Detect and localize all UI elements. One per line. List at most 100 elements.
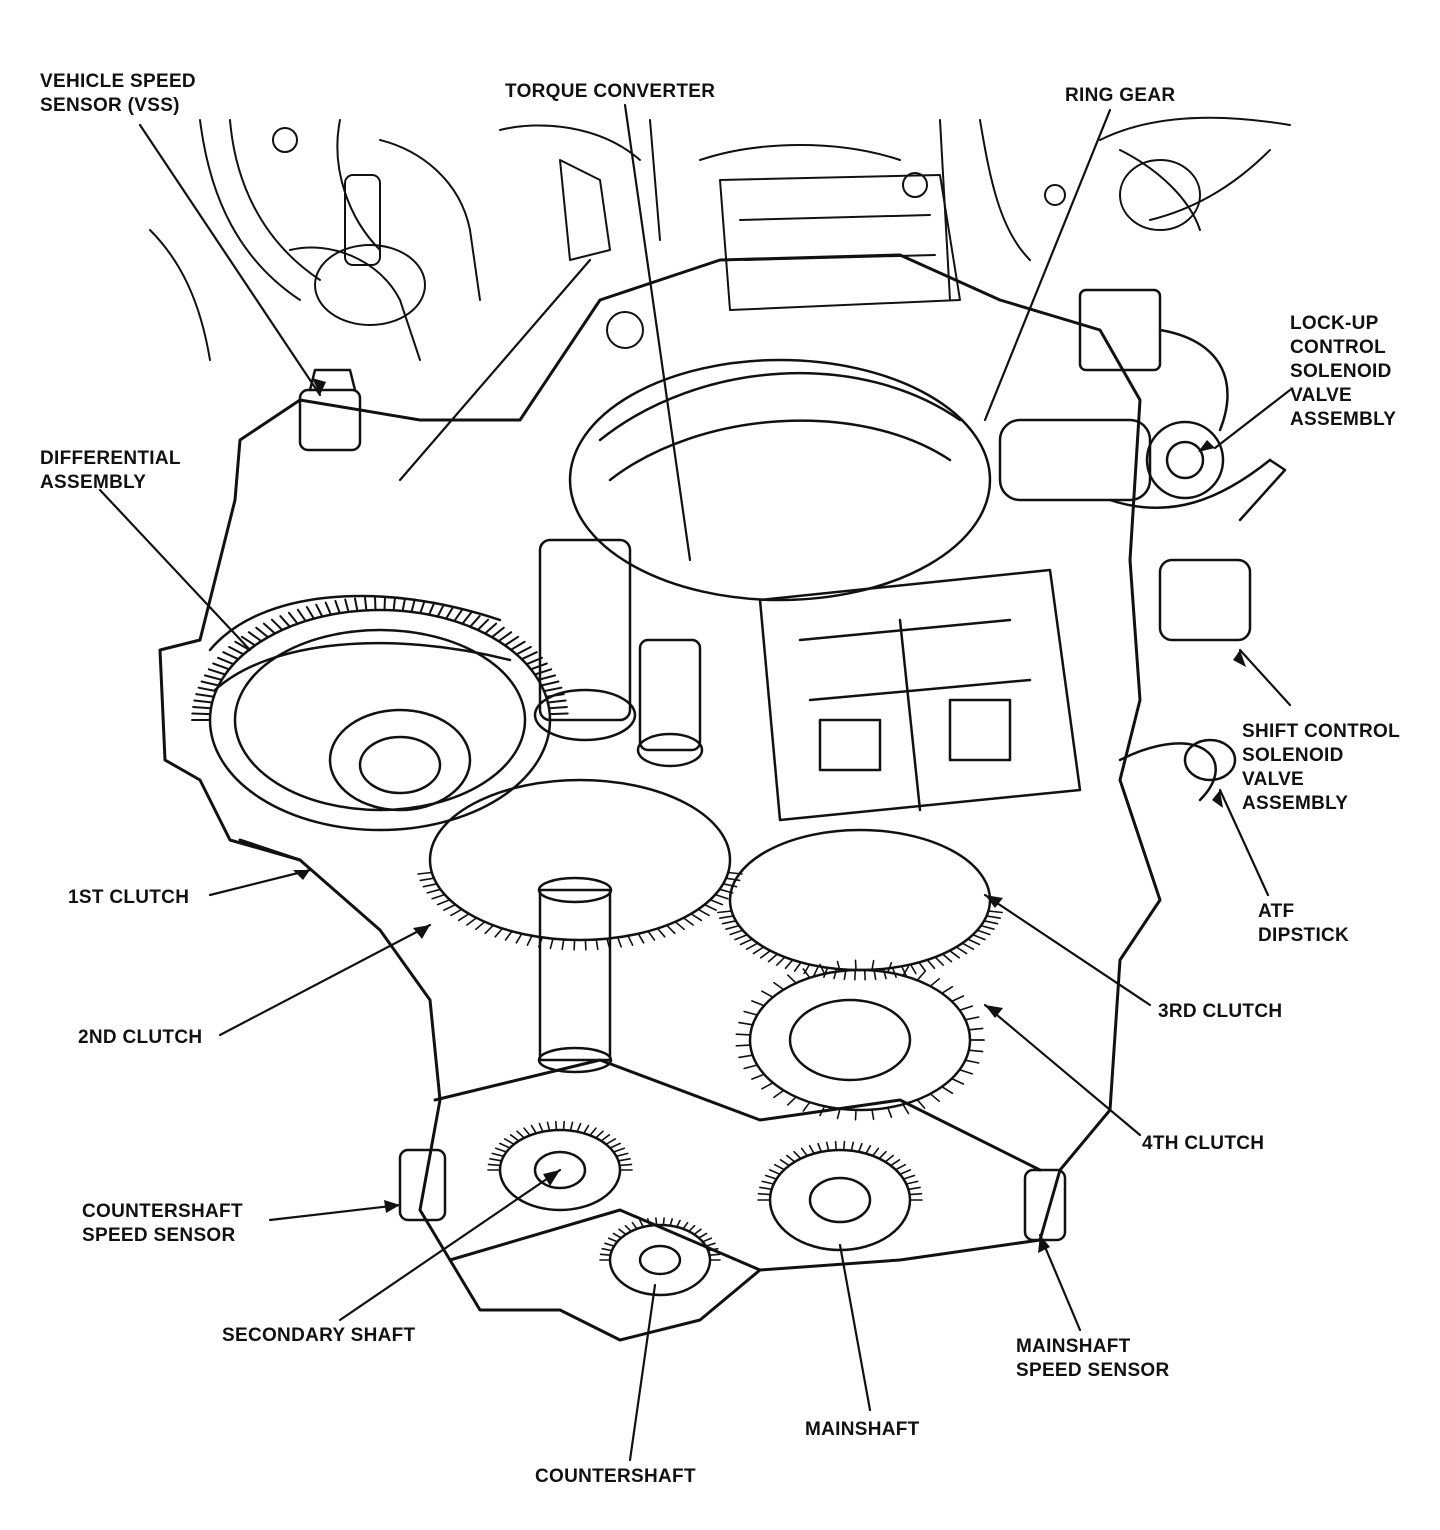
gear-tooth bbox=[757, 1192, 772, 1196]
label-ring-gear: RING GEAR bbox=[1065, 84, 1175, 108]
gear-tooth bbox=[344, 598, 350, 613]
gear-tooth bbox=[980, 924, 995, 931]
gear-tooth bbox=[207, 668, 227, 676]
gear-tooth bbox=[604, 1242, 615, 1247]
gear-tooth bbox=[305, 606, 315, 620]
gear-tooth bbox=[445, 606, 455, 620]
label-line: VEHICLE SPEED bbox=[40, 71, 196, 92]
label-line: VALVE bbox=[1290, 385, 1353, 406]
gear-tooth bbox=[929, 977, 941, 988]
gear-tooth bbox=[983, 919, 999, 925]
gear-tooth bbox=[428, 601, 436, 616]
gear-tooth bbox=[843, 968, 847, 981]
gear-tooth bbox=[503, 635, 520, 647]
gear-tooth bbox=[878, 1150, 887, 1160]
gear-tooth bbox=[616, 936, 623, 948]
gear-tooth bbox=[419, 877, 435, 882]
gear-tooth bbox=[964, 1016, 980, 1021]
gear-tooth bbox=[987, 910, 1004, 914]
gear-tooth bbox=[784, 959, 794, 970]
gear-tooth bbox=[554, 1120, 558, 1131]
gear-tooth bbox=[773, 981, 785, 991]
gear-tooth bbox=[764, 1174, 778, 1180]
gear-tooth bbox=[515, 645, 532, 656]
gear-tooth bbox=[929, 1093, 941, 1103]
gear-tooth bbox=[498, 1142, 511, 1149]
label-second-clutch: 2ND CLUTCH bbox=[78, 1026, 202, 1050]
label-line: MAINSHAFT bbox=[805, 1419, 920, 1440]
gear-tooth bbox=[491, 1152, 505, 1158]
gear-tooth bbox=[589, 1127, 597, 1137]
gear-tooth bbox=[609, 1142, 622, 1149]
leader-first-clutch bbox=[208, 868, 312, 897]
gear-tooth bbox=[729, 929, 744, 936]
gear-tooth bbox=[489, 1158, 503, 1162]
gear-tooth bbox=[908, 1192, 923, 1196]
gear-tooth bbox=[955, 946, 968, 955]
gear-tooth bbox=[819, 1105, 826, 1117]
gear-tooth bbox=[228, 645, 245, 656]
gear-tooth bbox=[836, 1108, 841, 1120]
gear-tooth bbox=[802, 968, 811, 979]
gear-tooth bbox=[665, 924, 676, 935]
gear-tooth bbox=[576, 1122, 582, 1133]
gear-tooth bbox=[842, 1140, 846, 1151]
vehicle-speed-sensor bbox=[298, 368, 362, 452]
label-line: VALVE bbox=[1242, 769, 1305, 790]
gear-tooth bbox=[802, 1101, 811, 1112]
label-line: 1ST CLUTCH bbox=[68, 887, 190, 908]
gear-tooth bbox=[624, 1224, 633, 1233]
gear-tooth bbox=[334, 599, 341, 615]
gear-tooth bbox=[985, 915, 1002, 920]
gear-tooth bbox=[900, 965, 907, 977]
gear-tooth bbox=[926, 959, 936, 970]
label-line: SHIFT CONTROL bbox=[1242, 721, 1400, 742]
gear-tooth bbox=[705, 1242, 716, 1247]
leader-torque-converter bbox=[623, 103, 692, 562]
gear-tooth bbox=[222, 651, 240, 661]
gear-tooth bbox=[436, 898, 451, 906]
gear-tooth bbox=[825, 1141, 830, 1152]
leader-torque-converter-2 bbox=[398, 258, 592, 482]
gear-tooth bbox=[540, 680, 560, 687]
gear-tooth bbox=[907, 1186, 921, 1191]
gear-tooth bbox=[718, 888, 734, 894]
gear-tooth bbox=[655, 1217, 658, 1226]
label-mainshaft: MAINSHAFT bbox=[805, 1418, 920, 1442]
gear-tooth bbox=[523, 1127, 531, 1137]
countershaft-speed-sensor bbox=[398, 1148, 447, 1222]
gear-tooth bbox=[533, 668, 553, 676]
gear-tooth bbox=[853, 969, 857, 981]
gear-tooth bbox=[484, 622, 498, 635]
gear-tooth bbox=[296, 608, 307, 623]
label-secondary-shaft: SECONDARY SHAFT bbox=[222, 1324, 415, 1348]
gear-tooth bbox=[509, 1134, 520, 1142]
gear-tooth bbox=[941, 985, 954, 995]
gear-tooth bbox=[548, 706, 568, 710]
gear-tooth bbox=[905, 1180, 919, 1185]
label-line: DIFFERENTIAL bbox=[40, 448, 181, 469]
label-countershaft-speed-sensor: COUNTERSHAFT SPEED SENSOR bbox=[82, 1200, 243, 1248]
gear-teeth bbox=[417, 871, 1004, 1261]
label-line: TORQUE CONVERTER bbox=[505, 81, 716, 102]
gear-tooth bbox=[894, 1163, 907, 1171]
leader-countershaft bbox=[628, 1283, 657, 1462]
gear-tooth bbox=[422, 882, 438, 888]
gear-tooth bbox=[520, 651, 538, 661]
gear-tooth bbox=[813, 965, 820, 977]
gear-tooth bbox=[871, 1147, 880, 1157]
gear-tooth bbox=[793, 961, 802, 972]
leader-differential bbox=[98, 488, 252, 652]
gear-tooth bbox=[934, 956, 945, 966]
gear-tooth bbox=[808, 1144, 815, 1155]
label-line: LOCK-UP bbox=[1290, 313, 1379, 334]
gear-tooth bbox=[786, 1154, 796, 1163]
gear-tooth bbox=[324, 601, 332, 616]
gear-tooth bbox=[909, 963, 917, 975]
label-line: SENSOR (VSS) bbox=[40, 95, 180, 116]
gear-tooth bbox=[193, 699, 214, 704]
gear-tooth bbox=[871, 1108, 875, 1121]
gear-tooth bbox=[606, 937, 611, 950]
